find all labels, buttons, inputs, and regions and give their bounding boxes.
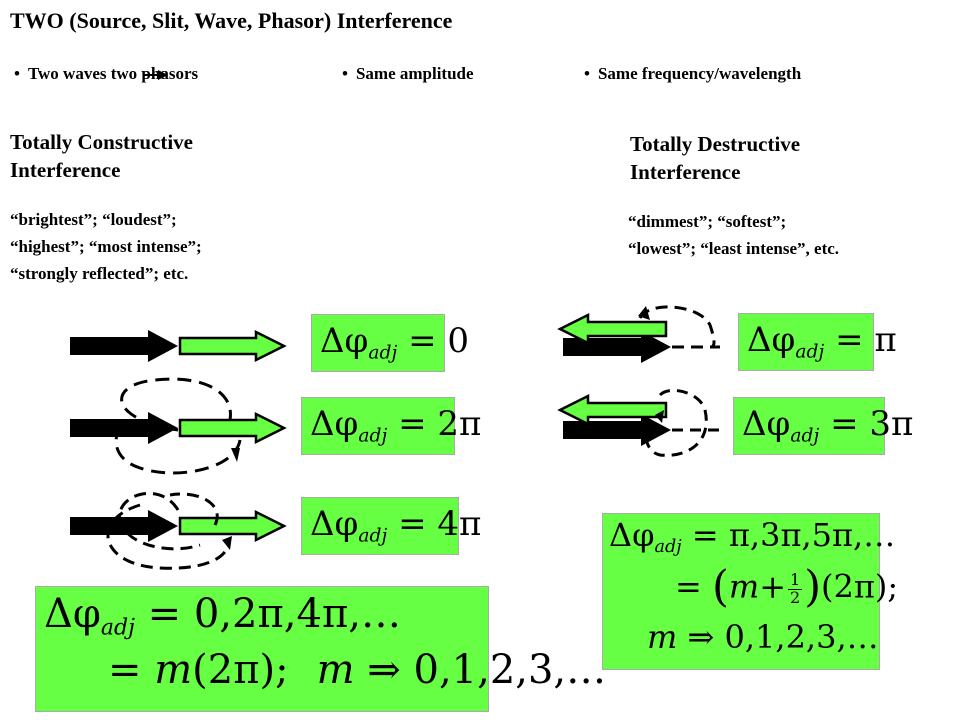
rotation-path xyxy=(114,377,242,475)
equation-box-2pi: Δφadj = 2π xyxy=(301,397,481,455)
rotation-path-outer xyxy=(106,503,230,570)
equation-box-3pi: Δφadj = 3π xyxy=(733,397,913,455)
bullet-same-frequency: •Same frequency/wavelength xyxy=(584,64,802,83)
constructive-summary-box: Δφadj = 0,2π,4π,… = m(2π);m ⇒ 0,1,2,3,… xyxy=(35,586,606,712)
destructive-summary-line3: m ⇒ 0,1,2,3,… xyxy=(647,618,879,656)
bullet-two-waves-text: Two waves two phasors xyxy=(27,64,199,83)
constructive-phasor-2pi xyxy=(70,377,286,475)
constructive-heading: Totally Constructive Interference xyxy=(10,130,193,182)
destructive-description: “dimmest”; “softest”; “lowest”; “least i… xyxy=(628,212,840,258)
phasor-arrow-green xyxy=(178,510,286,542)
constructive-phasor-0 xyxy=(70,330,286,362)
phasor-arrow-black xyxy=(70,510,178,542)
destructive-phasor-pi xyxy=(557,305,720,363)
phasor-arrow-green xyxy=(178,412,286,444)
constructive-summary-line2: = m(2π);m ⇒ 0,1,2,3,… xyxy=(108,647,607,693)
phasor-arrow-black xyxy=(70,412,178,444)
rotation-arrowhead xyxy=(231,448,240,462)
bullet-same-amplitude: •Same amplitude xyxy=(342,64,474,83)
equation-box-4pi: Δφadj = 4π xyxy=(301,497,481,555)
constructive-summary-line1: Δφadj = 0,2π,4π,… xyxy=(44,591,401,641)
phasor-arrow-green-reversed xyxy=(557,393,668,427)
phasor-arrow-black xyxy=(70,330,178,362)
phasor-arrow-green-reversed xyxy=(557,312,668,346)
rotation-arrowhead xyxy=(222,536,232,550)
bullet-two-waves: •Two waves two phasors xyxy=(14,64,199,83)
rotation-arrowhead xyxy=(655,410,664,423)
rotation-path xyxy=(638,305,720,349)
rotation-path-inner xyxy=(118,491,219,551)
rotation-path xyxy=(644,389,722,457)
destructive-phasor-3pi xyxy=(557,389,722,457)
right-arrow-icon xyxy=(144,70,168,80)
rotation-arrowhead xyxy=(638,306,650,320)
constructive-phasor-4pi xyxy=(70,491,286,570)
constructive-description: “brightest”; “loudest”; “highest”; “most… xyxy=(10,210,202,283)
equation-box-pi: Δφadj = π xyxy=(738,313,897,371)
destructive-heading: Totally Destructive Interference xyxy=(630,132,801,184)
page-title: TWO (Source, Slit, Wave, Phasor) Interfe… xyxy=(10,8,453,33)
equation-box-0: Δφadj = 0 xyxy=(311,314,469,372)
phasor-arrow-green xyxy=(178,330,286,362)
destructive-summary-line1: Δφadj = π,3π,5π,… xyxy=(609,516,896,558)
